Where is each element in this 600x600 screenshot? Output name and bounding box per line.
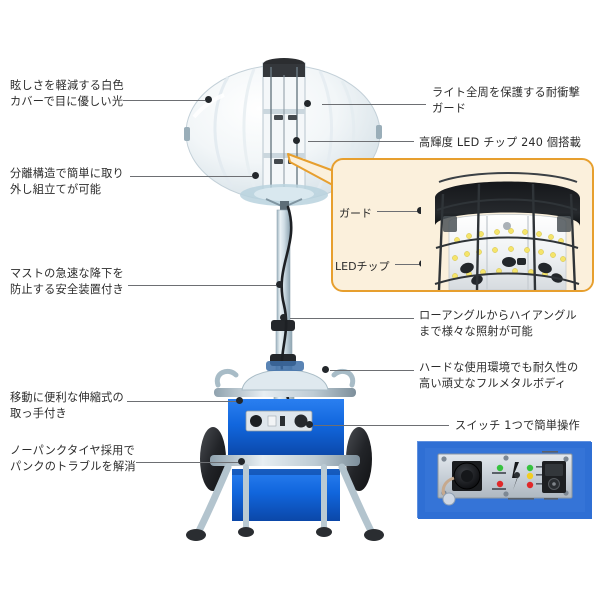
leader-dot-one-switch-operation [306,421,313,428]
leader-dot-led-chip-240 [293,137,300,144]
balloon-base-shape [240,184,328,213]
callout-angle-range: ローアングルからハイアングル まで様々な照射が可能 [419,309,577,338]
leader-line-impact-guard [322,104,426,105]
led-unit-photo [421,164,592,290]
leader-dot-white-cover [205,96,212,103]
leader-line-mast-safety-device [128,285,276,286]
leader-dot-guard [417,207,424,214]
callout-white-cover: 眩しさを軽減する白色 カバーで目に優しい光 [10,79,124,108]
telescopic-mast-shape [270,205,296,457]
leader-dot-separable-structure [252,172,259,179]
leader-line-puncture-free-tire [136,462,238,463]
leader-line-separable-structure [130,176,252,177]
led-detail-inset: ガード LEDチップ [331,158,594,292]
product-photo [184,58,384,541]
leader-line-angle-range [290,318,414,319]
leader-dot-puncture-free-tire [238,458,245,465]
leader-dot-full-metal-body [322,366,329,373]
leader-dot-led-chip [419,260,426,267]
leader-dot-mast-safety-device [276,281,283,288]
inset-label-guard: ガード [339,207,372,220]
callout-led-chip-240: 高輝度 LED チップ 240 個搭載 [419,136,581,149]
leader-line-one-switch-operation [314,425,449,426]
callout-one-switch-operation: スイッチ 1つで簡単操作 [455,419,580,432]
callout-puncture-free-tire: ノーパンクタイヤ採用で パンクのトラブルを解消 [10,444,136,473]
leader-line-white-cover [123,100,205,101]
leader-line-guard [377,211,421,212]
inset-label-led-chip: LEDチップ [335,260,390,273]
callout-full-metal-body: ハードな使用環境でも耐久性の 高い頑丈なフルメタルボディ [419,361,579,390]
leader-line-telescopic-handle [127,401,237,402]
control-panel-photo [418,442,592,519]
leader-dot-angle-range [280,314,287,321]
leader-dot-impact-guard [304,100,311,107]
callout-separable-structure: 分離構造で簡単に取り 外し組立てが可能 [10,167,124,196]
callout-mast-safety-device: マストの急速な降下を 防止する安全装置付き [10,267,124,296]
control-panel-inset [417,441,592,519]
light-unit-shape [262,58,306,195]
generator-body-shape [186,361,384,541]
callout-impact-guard: ライト全周を保護する耐衝撃 ガード [432,86,581,115]
leader-line-led-chip [395,264,423,265]
leader-line-led-chip-240 [308,141,414,142]
leader-line-full-metal-body [330,370,414,371]
callout-telescopic-handle: 移動に便利な伸縮式の 取っ手付き [10,391,124,420]
leader-dot-telescopic-handle [236,397,243,404]
